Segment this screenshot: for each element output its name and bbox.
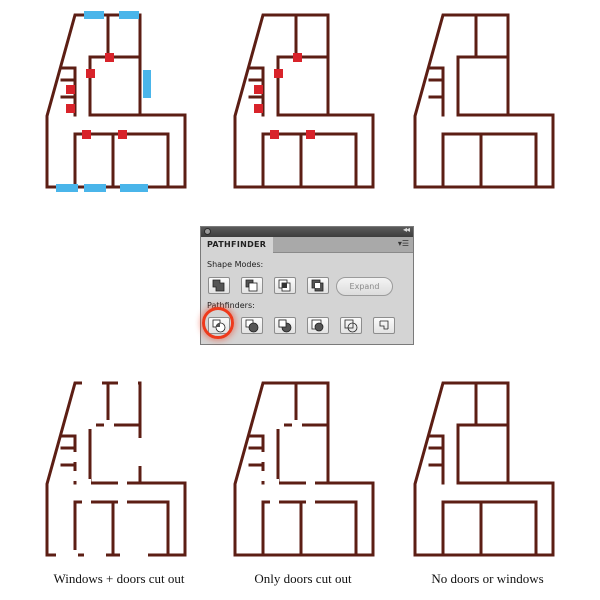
unite-icon xyxy=(212,279,225,292)
plan-bottom-right xyxy=(413,381,555,557)
minus-front-icon xyxy=(245,279,258,292)
plan-top-right xyxy=(413,13,555,189)
panel-title-bar[interactable]: ◂◂ xyxy=(201,225,413,237)
pathfinder-panel: ◂◂ PATHFINDER ▾☰ Shape Modes: Expand Pat… xyxy=(200,225,414,345)
caption-no-doors-windows: No doors or windows xyxy=(431,571,544,586)
minus-back-icon xyxy=(379,320,389,330)
caption-windows-doors: Windows + doors cut out xyxy=(53,571,185,586)
plan-bottom-left xyxy=(45,378,187,560)
plan-bottom-middle xyxy=(233,381,375,557)
caption-only-doors: Only doors cut out xyxy=(254,571,352,586)
plan-top-middle xyxy=(233,13,375,189)
minus-back-button[interactable] xyxy=(373,317,395,334)
crop-button[interactable] xyxy=(307,317,329,334)
trim-button[interactable] xyxy=(241,317,263,334)
collapse-icon[interactable]: ◂◂ xyxy=(402,225,410,234)
door-markers-middle xyxy=(254,53,315,139)
panel-menu-icon[interactable]: ▾☰ xyxy=(397,239,409,248)
crop-icon xyxy=(311,319,324,332)
close-icon[interactable] xyxy=(204,228,211,235)
panel-tab-strip: PATHFINDER ▾☰ xyxy=(201,237,413,253)
exclude-icon xyxy=(311,279,324,292)
door-markers-left xyxy=(66,53,127,139)
divide-highlight-ring xyxy=(202,307,234,339)
intersect-icon xyxy=(278,279,291,292)
tab-pathfinder[interactable]: PATHFINDER xyxy=(201,237,273,253)
expand-button[interactable]: Expand xyxy=(336,277,393,296)
merge-icon xyxy=(278,319,292,333)
merge-button[interactable] xyxy=(274,317,296,334)
unite-button[interactable] xyxy=(208,277,230,294)
intersect-button[interactable] xyxy=(274,277,296,294)
plan-top-left xyxy=(45,13,187,189)
shape-modes-label: Shape Modes: xyxy=(207,260,264,269)
trim-icon xyxy=(245,319,259,333)
window-markers xyxy=(56,11,151,192)
minus-front-button[interactable] xyxy=(241,277,263,294)
exclude-button[interactable] xyxy=(307,277,329,294)
outline-button[interactable] xyxy=(340,317,362,334)
pathfinders-label: Pathfinders: xyxy=(207,301,255,310)
outline-icon xyxy=(344,319,358,333)
